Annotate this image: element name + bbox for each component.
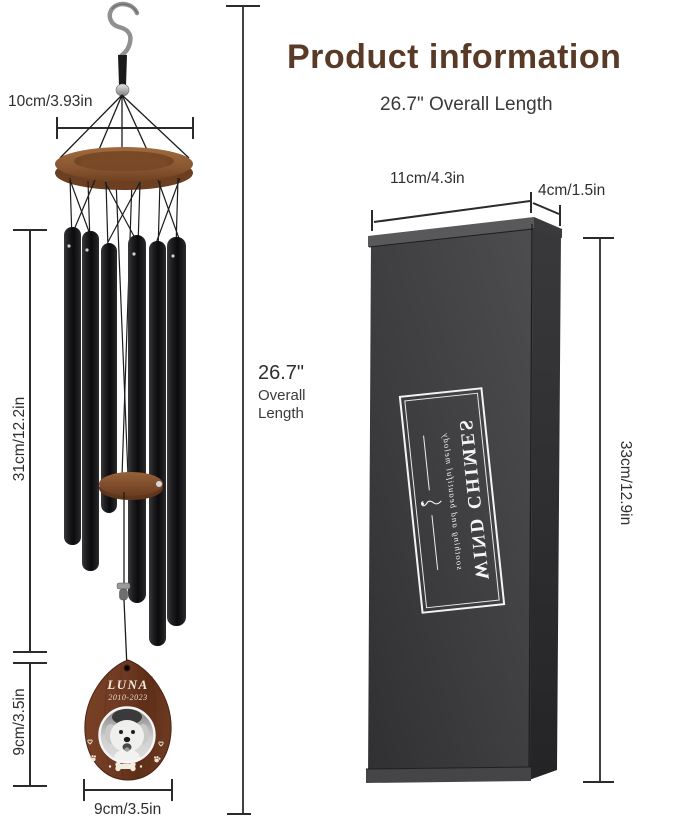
tube bbox=[82, 231, 99, 571]
tube bbox=[167, 237, 186, 626]
catcher-height-line bbox=[13, 662, 47, 787]
box-lid-front bbox=[368, 217, 534, 247]
s-hook-icon bbox=[107, 1, 140, 59]
dog-hat bbox=[112, 709, 142, 725]
tube bbox=[64, 227, 81, 545]
tube bbox=[128, 235, 146, 603]
box-label-content: WIND CHIMES soothing and beautiful melod… bbox=[405, 401, 499, 600]
box-base-seam bbox=[365, 766, 532, 770]
dog-photo bbox=[98, 706, 156, 764]
page-title: Product information bbox=[287, 38, 622, 76]
rule-left bbox=[431, 515, 439, 570]
heart-icon bbox=[87, 739, 164, 747]
hanger-bead bbox=[115, 83, 130, 97]
tube-length-line bbox=[13, 229, 47, 653]
pendant-hole-inner bbox=[125, 666, 129, 670]
box-corner-edge bbox=[528, 223, 533, 781]
box-lid-side bbox=[534, 217, 562, 238]
paw-icon bbox=[89, 755, 161, 763]
packaging-box bbox=[365, 217, 562, 783]
wood-ring bbox=[55, 147, 193, 190]
tube-strings bbox=[67, 177, 182, 253]
chime-tubes bbox=[64, 227, 186, 646]
hanger-strings bbox=[59, 94, 190, 159]
bone-icon bbox=[108, 761, 143, 772]
memorial-pendant: LUNA 2010-2023 bbox=[84, 659, 172, 781]
pendant-years: 2010-2023 bbox=[108, 693, 147, 702]
rule-right bbox=[423, 435, 431, 491]
pendant-cord bbox=[123, 599, 128, 669]
box-depth-bracket bbox=[532, 202, 561, 226]
box-depth-label: 4cm/1.5in bbox=[538, 182, 606, 199]
catcher-height-label: 9cm/3.5in bbox=[11, 688, 28, 756]
catcher-width-label: 9cm/3.5in bbox=[94, 801, 162, 818]
box-label-clef-row bbox=[413, 434, 449, 571]
box-side-face bbox=[529, 222, 561, 780]
page-subtitle: 26.7" Overall Length bbox=[380, 94, 553, 115]
overall-length-value: 26.7" bbox=[258, 362, 305, 384]
box-lid-seam bbox=[368, 228, 534, 248]
catcher-width-bracket bbox=[83, 779, 173, 801]
treble-clef-icon bbox=[420, 500, 442, 507]
box-label: WIND CHIMES soothing and beautiful melod… bbox=[398, 387, 506, 614]
box-width-label: 11cm/4.3in bbox=[390, 170, 465, 187]
tube-length-label: 31cm/12.2in bbox=[11, 396, 28, 482]
box-height-line bbox=[583, 237, 614, 783]
overall-word-2: Length bbox=[258, 405, 304, 422]
box-base-lip bbox=[366, 767, 531, 783]
pendant-name: LUNA bbox=[106, 677, 148, 692]
striker-disc bbox=[99, 472, 163, 500]
hanger-width-label: 10cm/3.93in bbox=[8, 93, 93, 110]
tube bbox=[149, 241, 166, 646]
tube bbox=[101, 243, 117, 513]
cord-clasp bbox=[116, 582, 131, 601]
box-front-face bbox=[368, 221, 533, 782]
box-height-label: 33cm/12.9in bbox=[617, 440, 634, 526]
overall-word-1: Overall bbox=[258, 387, 306, 404]
hanger-width-bracket bbox=[56, 117, 194, 139]
overall-length-line bbox=[226, 5, 260, 815]
box-width-bracket bbox=[371, 192, 532, 231]
dimension-lines bbox=[13, 5, 614, 815]
hook-ferrule bbox=[118, 55, 127, 86]
